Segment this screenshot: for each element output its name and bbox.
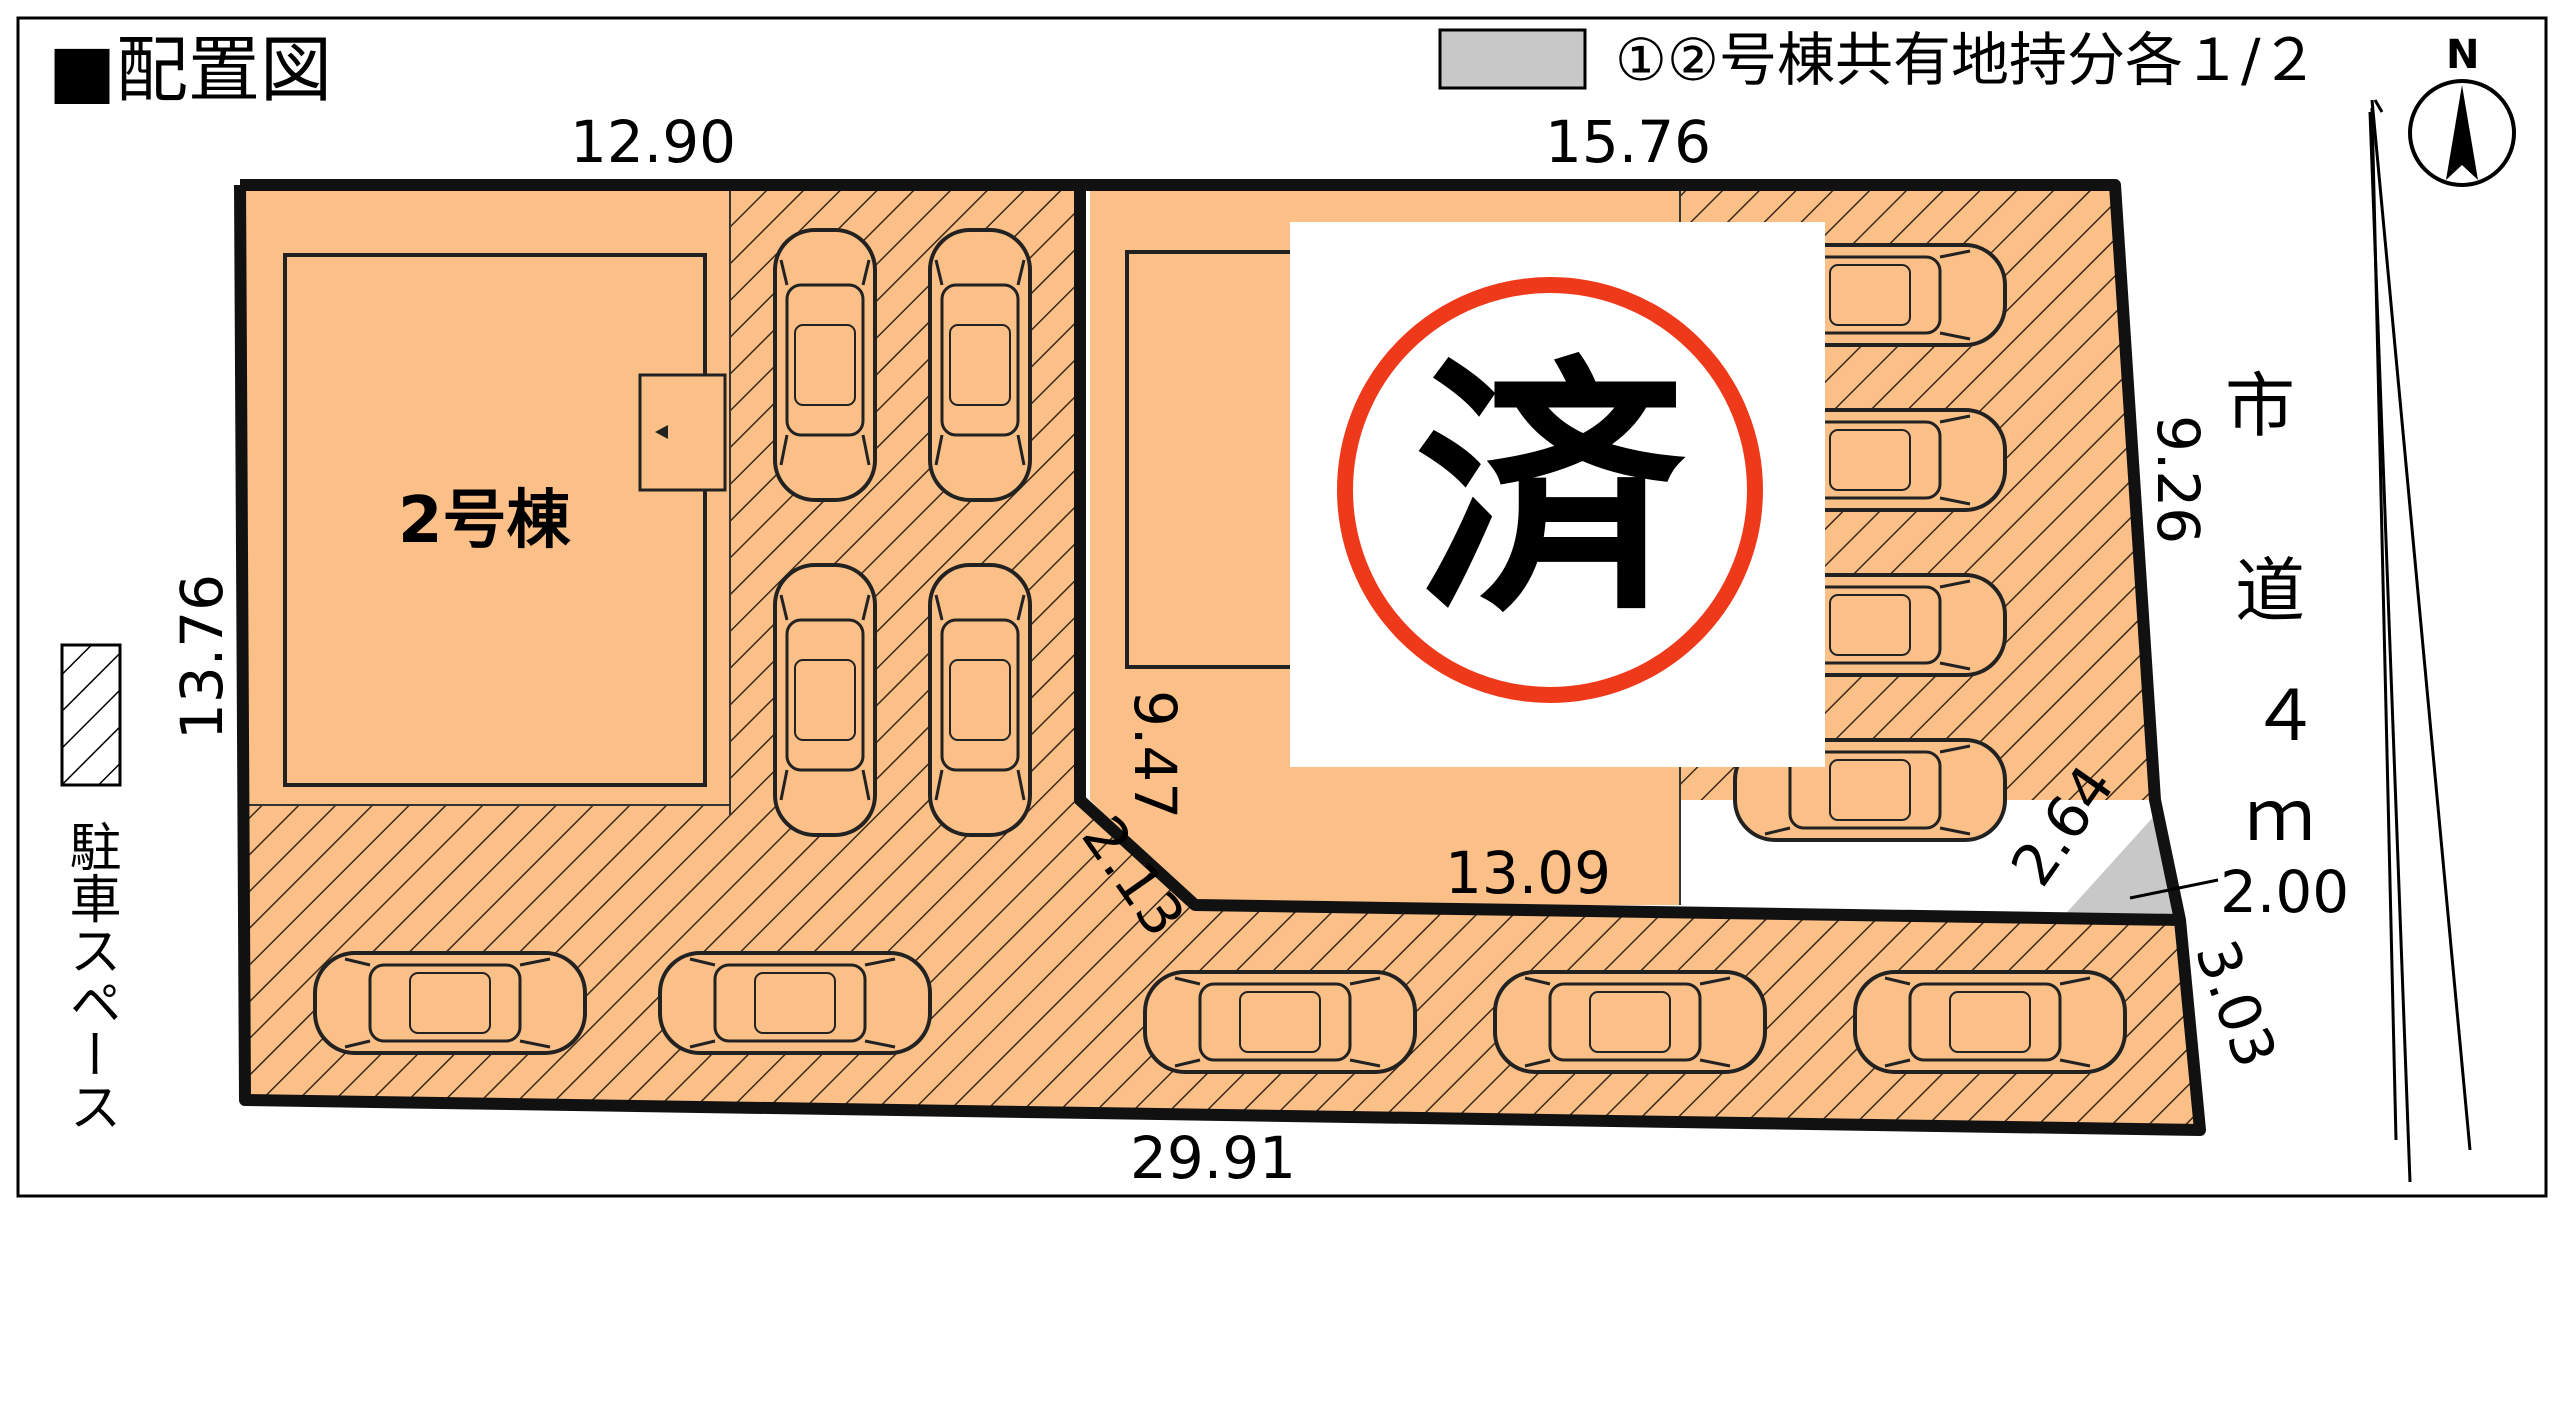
entrance-arrow-icon: [655, 425, 668, 439]
dim-left: 13.76: [168, 574, 236, 740]
dim-right-upper: 9.26: [2144, 415, 2212, 544]
parking-car-lot2-2: [928, 228, 1032, 502]
dim-inner-bottom: 13.09: [1445, 839, 1611, 907]
building-2-entrance: [638, 373, 727, 492]
parking-legend-label: 駐車スペース: [60, 820, 120, 1132]
parking-car-bottom-4: [1493, 970, 1767, 1074]
building-2-footprint: [283, 253, 707, 787]
shared-lot-swatch: [1438, 28, 1587, 90]
shared-lot-legend-label: ①②号棟共有地持分各１/２: [1615, 26, 2319, 94]
figure-title: ■配置図: [48, 28, 332, 112]
road-edge-tick: [2373, 99, 2384, 113]
north-arrow-icon: N: [2408, 32, 2516, 187]
dim-bottom: 29.91: [1130, 1124, 1296, 1192]
dim-shared-leader: [2129, 878, 2219, 900]
sold-stamp-circle: [1337, 277, 1763, 703]
road-label-2: 道: [2235, 550, 2305, 632]
parking-car-lot2-4: [928, 563, 1032, 837]
parking-car-bottom-1: [313, 951, 587, 1055]
building-2-label: 2号棟: [398, 484, 572, 558]
parking-car-bottom-5: [1853, 970, 2127, 1074]
dim-top-left: 12.90: [570, 108, 736, 176]
lot1-boundary: [1074, 185, 2181, 926]
lot-boundary-extension: [2370, 107, 2398, 1141]
road-edge-outer: [2370, 99, 2472, 1151]
sold-stamp-background: [1290, 222, 1825, 767]
lot-boundary-outer: [234, 179, 2206, 1136]
parking-car-bottom-3: [1143, 970, 1417, 1074]
parking-car-bottom-2: [658, 951, 932, 1055]
parking-legend-swatch: [60, 643, 122, 787]
dim-inner-left: 9.47: [1121, 690, 1189, 819]
sold-stamp-char: 済: [1415, 334, 1689, 649]
road-label-1: 市: [2225, 365, 2295, 447]
north-label: N: [2446, 32, 2479, 78]
road-label-4: ｍ: [2245, 775, 2315, 857]
parking-car-lot2-1: [773, 228, 877, 502]
dim-shared-width: 2.00: [2220, 858, 2349, 926]
road-label-3: ４: [2250, 675, 2320, 757]
dim-top-right: 15.76: [1545, 108, 1711, 176]
parking-car-lot2-3: [773, 563, 877, 837]
